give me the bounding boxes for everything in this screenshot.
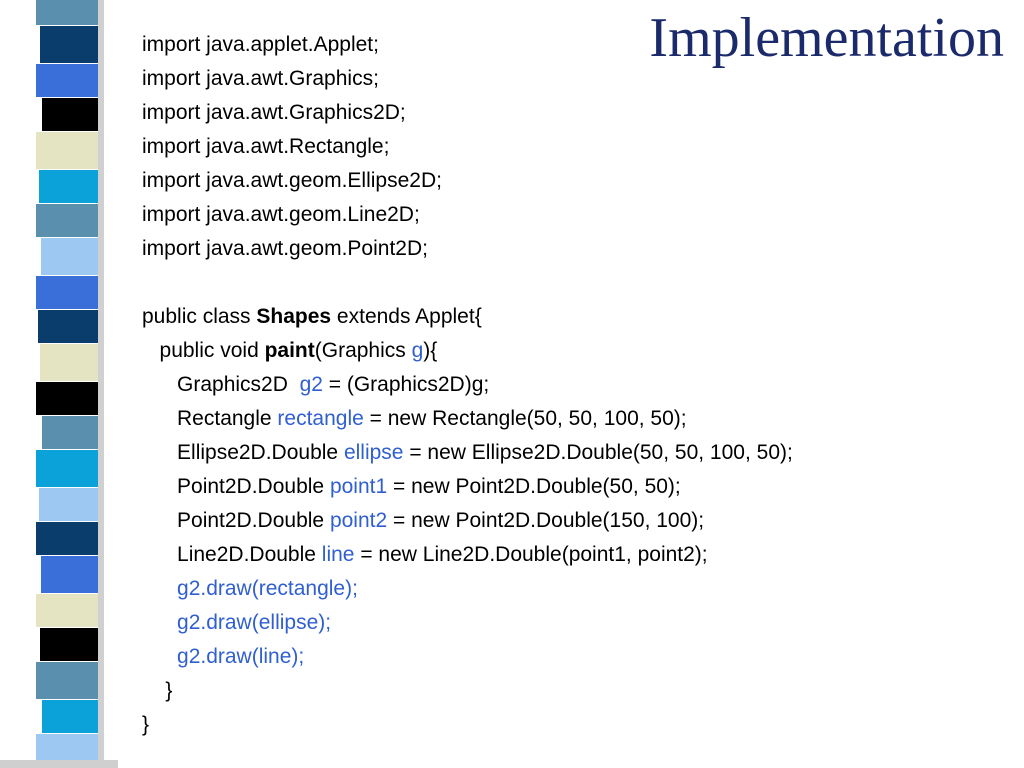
code-indent xyxy=(142,407,177,430)
code-text: extends Applet{ xyxy=(331,305,482,328)
code-text: ){ xyxy=(423,339,438,362)
strip-block xyxy=(38,310,98,344)
strip-block xyxy=(39,170,98,204)
code-indent xyxy=(142,679,165,702)
strip-block xyxy=(41,238,98,276)
strip-block xyxy=(36,522,98,556)
code-text: import java.awt.geom.Line2D; xyxy=(142,203,420,226)
code-line: import java.awt.Graphics; xyxy=(142,62,793,96)
code-text: = (Graphics2D)g; xyxy=(322,373,490,396)
code-identifier: line xyxy=(321,543,355,566)
code-line: Point2D.Double point2 = new Point2D.Doub… xyxy=(142,504,793,538)
code-text: Ellipse2D.Double xyxy=(177,441,344,464)
code-indent xyxy=(142,475,177,498)
strip-block xyxy=(39,488,98,522)
code-text: } xyxy=(142,713,150,736)
code-text: (Graphics xyxy=(314,339,412,362)
code-line: import java.applet.Applet; xyxy=(142,28,793,62)
code-identifier: g xyxy=(411,339,424,362)
code-text: } xyxy=(165,679,173,702)
code-identifier: g2.draw(ellipse); xyxy=(177,611,332,634)
code-indent xyxy=(142,611,177,634)
code-line: Point2D.Double point1 = new Point2D.Doub… xyxy=(142,470,793,504)
code-indent xyxy=(142,645,177,668)
code-line: import java.awt.Graphics2D; xyxy=(142,96,793,130)
code-text: = new Ellipse2D.Double(50, 50, 100, 50); xyxy=(403,441,793,464)
code-line: Graphics2D g2 = (Graphics2D)g; xyxy=(142,368,793,402)
code-indent xyxy=(142,339,160,362)
code-text: import java.awt.Graphics2D; xyxy=(142,101,406,124)
strip-block xyxy=(36,382,98,416)
code-text: = new Point2D.Double(150, 100); xyxy=(387,509,705,532)
code-indent xyxy=(142,373,177,396)
strip-block xyxy=(41,556,98,594)
code-keyword-bold: paint xyxy=(264,339,315,362)
code-indent xyxy=(142,509,177,532)
code-line: Line2D.Double line = new Line2D.Double(p… xyxy=(142,538,793,572)
code-identifier: g2.draw(rectangle); xyxy=(177,577,358,600)
code-blank-line xyxy=(142,266,793,300)
code-line: import java.awt.geom.Line2D; xyxy=(142,198,793,232)
code-text: Graphics2D xyxy=(177,373,300,396)
code-identifier: ellipse xyxy=(343,441,404,464)
strip-block xyxy=(36,0,98,26)
decorative-strip-bottom xyxy=(0,760,118,768)
code-line: Rectangle rectangle = new Rectangle(50, … xyxy=(142,402,793,436)
code-keyword-bold: Shapes xyxy=(256,305,332,328)
code-line: } xyxy=(142,674,793,708)
code-text: import java.awt.Graphics; xyxy=(142,67,379,90)
strip-block xyxy=(40,628,98,662)
code-text: Line2D.Double xyxy=(177,543,322,566)
strip-block xyxy=(42,416,98,450)
slide-title: Implementation xyxy=(649,7,1004,69)
code-line: public void paint(Graphics g){ xyxy=(142,334,793,368)
code-indent xyxy=(142,441,177,464)
code-identifier: point2 xyxy=(329,509,388,532)
code-line: g2.draw(ellipse); xyxy=(142,606,793,640)
code-text: = new Line2D.Double(point1, point2); xyxy=(354,543,708,566)
code-indent xyxy=(142,543,177,566)
code-line: g2.draw(rectangle); xyxy=(142,572,793,606)
strip-block xyxy=(36,594,98,628)
code-identifier: point1 xyxy=(329,475,388,498)
decorative-strip xyxy=(36,0,98,768)
strip-block xyxy=(42,98,98,132)
strip-block xyxy=(36,276,98,310)
code-text: = new Rectangle(50, 50, 100, 50); xyxy=(363,407,687,430)
code-text: import java.awt.geom.Ellipse2D; xyxy=(142,169,442,192)
code-identifier: g2 xyxy=(299,373,323,396)
code-identifier: rectangle xyxy=(277,407,364,430)
strip-block xyxy=(36,662,98,700)
code-text: Point2D.Double xyxy=(177,475,330,498)
code-text: import java.applet.Applet; xyxy=(142,33,379,56)
code-text: = new Point2D.Double(50, 50); xyxy=(387,475,681,498)
strip-block xyxy=(36,64,98,98)
code-indent xyxy=(142,577,177,600)
code-identifier: g2.draw(line); xyxy=(177,645,305,668)
strip-block xyxy=(36,450,98,488)
code-line: public class Shapes extends Applet{ xyxy=(142,300,793,334)
code-text: import java.awt.Rectangle; xyxy=(142,135,390,158)
strip-block xyxy=(42,700,98,734)
code-text: Point2D.Double xyxy=(177,509,330,532)
code-text: public class xyxy=(142,305,257,328)
code-text: public void xyxy=(159,339,265,362)
strip-block xyxy=(40,344,98,382)
code-line: import java.awt.geom.Point2D; xyxy=(142,232,793,266)
code-line: import java.awt.geom.Ellipse2D; xyxy=(142,164,793,198)
strip-block xyxy=(36,204,98,238)
code-line: } xyxy=(142,708,793,742)
code-text: import java.awt.geom.Point2D; xyxy=(142,237,428,260)
strip-block xyxy=(40,26,98,64)
code-line: Ellipse2D.Double ellipse = new Ellipse2D… xyxy=(142,436,793,470)
code-text: Rectangle xyxy=(177,407,278,430)
strip-block xyxy=(36,132,98,170)
code-line: import java.awt.Rectangle; xyxy=(142,130,793,164)
code-line: g2.draw(line); xyxy=(142,640,793,674)
code-block: import java.applet.Applet; import java.aw… xyxy=(142,28,793,742)
decorative-strip-shadow xyxy=(98,0,104,768)
